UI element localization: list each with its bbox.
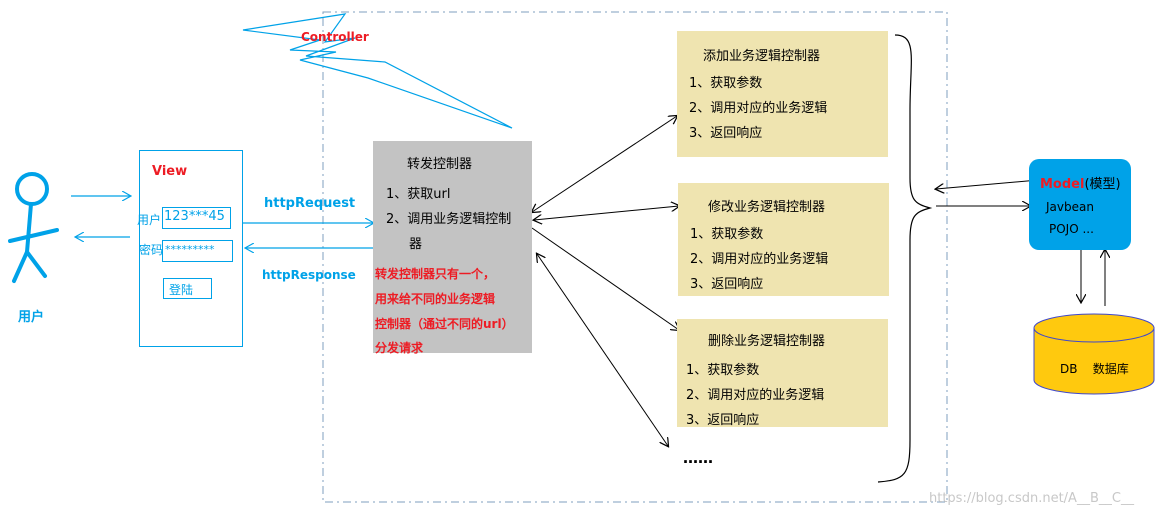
- delete-controller-step-3: 3、返回响应: [686, 409, 759, 428]
- modify-controller-step-3: 3、返回响应: [690, 273, 763, 292]
- lightning-bolt-icon: [243, 14, 512, 128]
- dispatcher-note-line-2: 用来给不同的业务逻辑: [375, 290, 495, 307]
- model-title-rest: (模型): [1084, 177, 1120, 192]
- dispatcher-note-line-4: 分发请求: [375, 339, 423, 356]
- password-value: *********: [165, 243, 215, 256]
- modify-controller-title: 修改业务逻辑控制器: [708, 196, 825, 215]
- username-field[interactable]: 123***45: [162, 207, 231, 229]
- add-controller-step-2: 2、调用对应的业务逻辑: [689, 97, 827, 116]
- delete-controller-step-1: 1、获取参数: [686, 359, 759, 378]
- password-label: 密码: [139, 241, 163, 258]
- controller-label: Controller: [301, 30, 369, 44]
- password-field[interactable]: *********: [162, 240, 233, 262]
- add-controller-title: 添加业务逻辑控制器: [703, 45, 820, 64]
- model-pojo: POJO ...: [1049, 222, 1094, 236]
- user-stick-figure-icon: [10, 174, 57, 281]
- dispatcher-note-line-1: 转发控制器只有一个，: [375, 265, 495, 282]
- http-response-label: httpResponse: [262, 268, 356, 282]
- view-title: View: [152, 164, 187, 179]
- db-label: DB 数据库: [1060, 360, 1129, 377]
- http-request-label: httpRequest: [264, 196, 355, 211]
- dispatcher-step-2: 2、调用业务逻辑控制: [386, 208, 511, 227]
- add-controller-step-3: 3、返回响应: [689, 122, 762, 141]
- modify-controller-step-1: 1、获取参数: [690, 223, 763, 242]
- more-controllers-ellipsis: ……: [683, 449, 713, 467]
- dispatcher-title: 转发控制器: [407, 153, 472, 172]
- modify-controller-step-2: 2、调用对应的业务逻辑: [690, 248, 828, 267]
- dispatcher-note-line-3: 控制器（通过不同的url）: [375, 315, 514, 332]
- delete-controller-title: 删除业务逻辑控制器: [708, 330, 825, 349]
- model-title: Model(模型): [1040, 173, 1121, 192]
- watermark: https://blog.csdn.net/A__B__C__: [929, 491, 1134, 506]
- username-label: 用户: [137, 211, 161, 228]
- dispatch-arrow-add: [532, 116, 677, 212]
- login-button[interactable]: 登陆: [163, 278, 212, 299]
- login-button-label: 登陆: [169, 281, 193, 298]
- database-cylinder-icon: [1034, 314, 1154, 394]
- user-label: 用户: [18, 306, 44, 325]
- dispatcher-step-1: 1、获取url: [386, 183, 450, 202]
- add-controller-step-1: 1、获取参数: [689, 72, 762, 91]
- model-title-red: Model: [1040, 177, 1084, 192]
- dispatcher-step-2-cont: 器: [409, 233, 422, 252]
- delete-controller-step-2: 2、调用对应的业务逻辑: [686, 384, 824, 403]
- dispatch-arrow-modify: [534, 206, 679, 220]
- dispatch-arrow-more: [537, 254, 668, 446]
- model-javbean: Javbean: [1046, 200, 1094, 214]
- username-value: 123***45: [164, 209, 225, 224]
